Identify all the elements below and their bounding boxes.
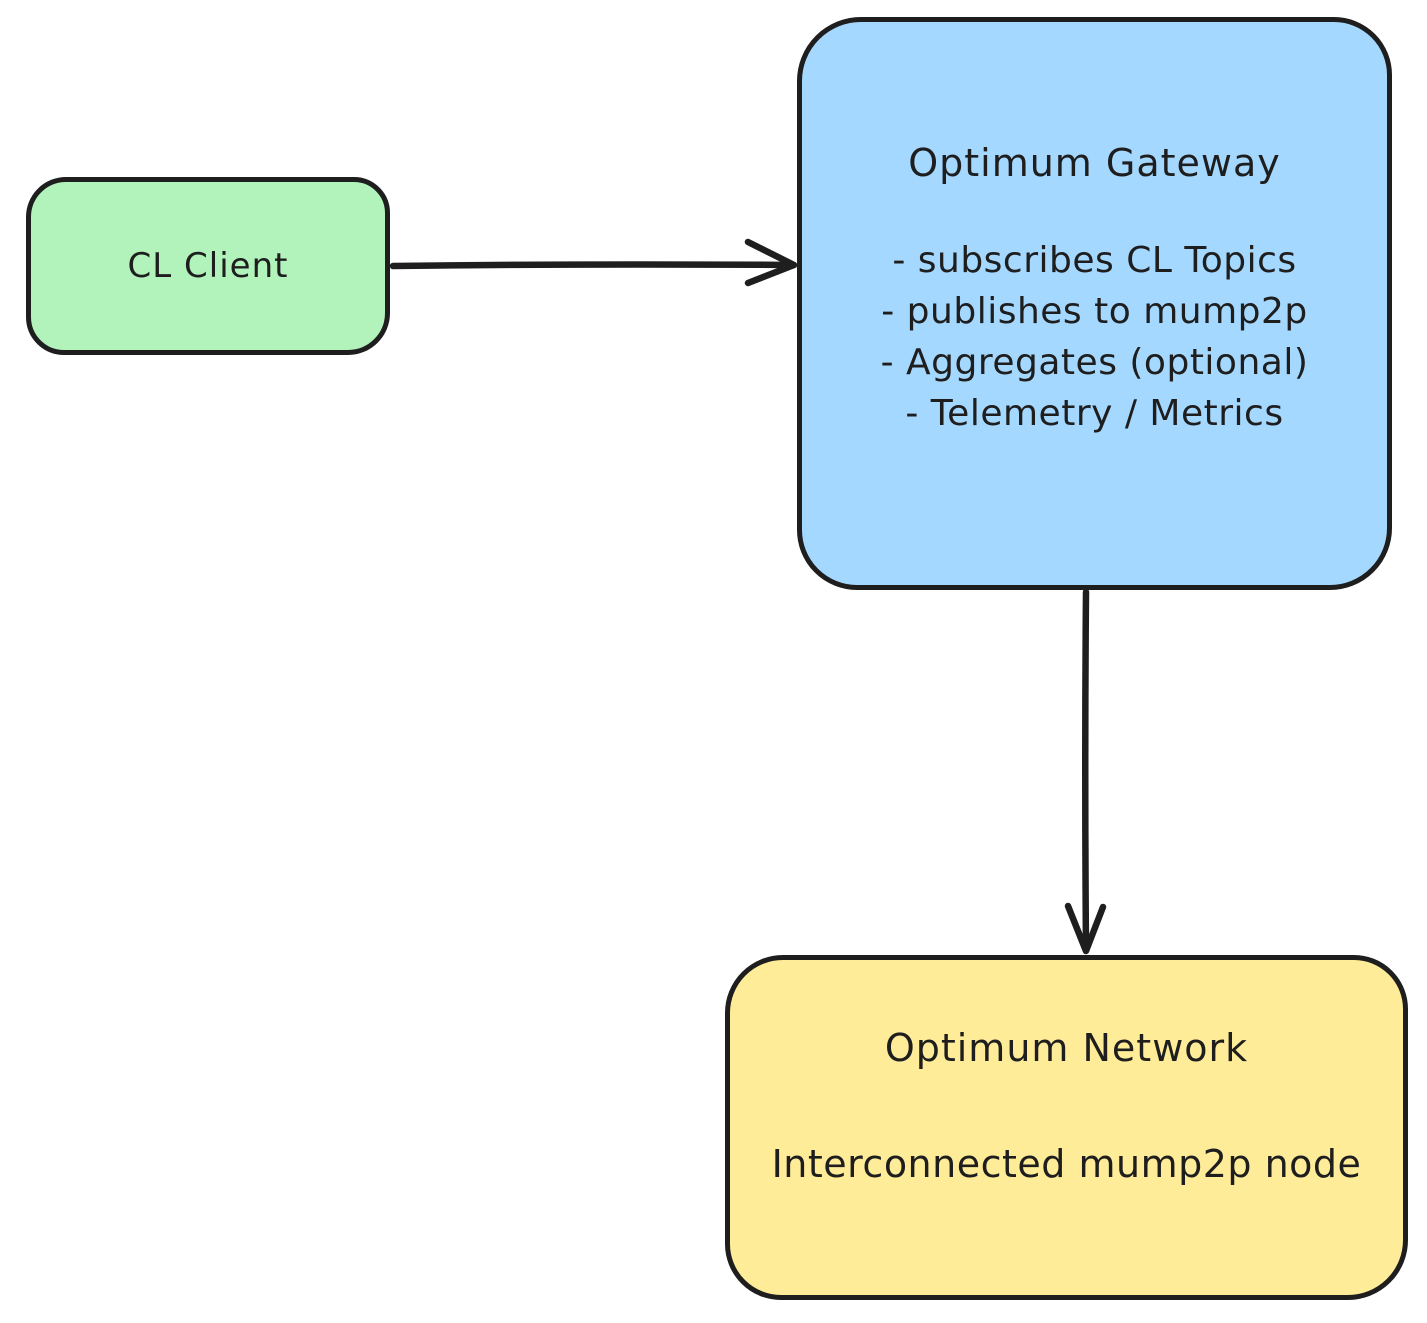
gateway-list-item: - subscribes CL Topics	[892, 240, 1297, 281]
cl-client-label: CL Client	[127, 246, 289, 286]
optimum-network-subtitle: Interconnected mump2p node	[771, 1142, 1362, 1186]
gateway-list-item: - Aggregates (optional)	[880, 342, 1309, 383]
optimum-network-title: Optimum Network	[884, 1026, 1249, 1070]
gateway-to-network-arrow[interactable]	[1052, 586, 1122, 960]
cl-client-node[interactable]: CL Client	[26, 177, 390, 355]
client-to-gateway-arrow[interactable]	[388, 228, 800, 302]
arrowhead-down-icon	[1064, 902, 1107, 955]
optimum-network-node[interactable]: Optimum Network Interconnected mump2p no…	[725, 955, 1408, 1300]
arrow-shaft	[389, 261, 797, 270]
arrowhead-right-icon	[744, 238, 798, 287]
optimum-gateway-list: - subscribes CL Topics - publishes to mu…	[802, 235, 1387, 439]
gateway-list-item: - publishes to mump2p	[881, 291, 1308, 332]
arrow-shaft	[1082, 588, 1090, 954]
optimum-gateway-title: Optimum Gateway	[908, 141, 1281, 185]
gateway-list-item: - Telemetry / Metrics	[905, 393, 1284, 434]
optimum-gateway-node[interactable]: Optimum Gateway - subscribes CL Topics -…	[797, 17, 1392, 590]
